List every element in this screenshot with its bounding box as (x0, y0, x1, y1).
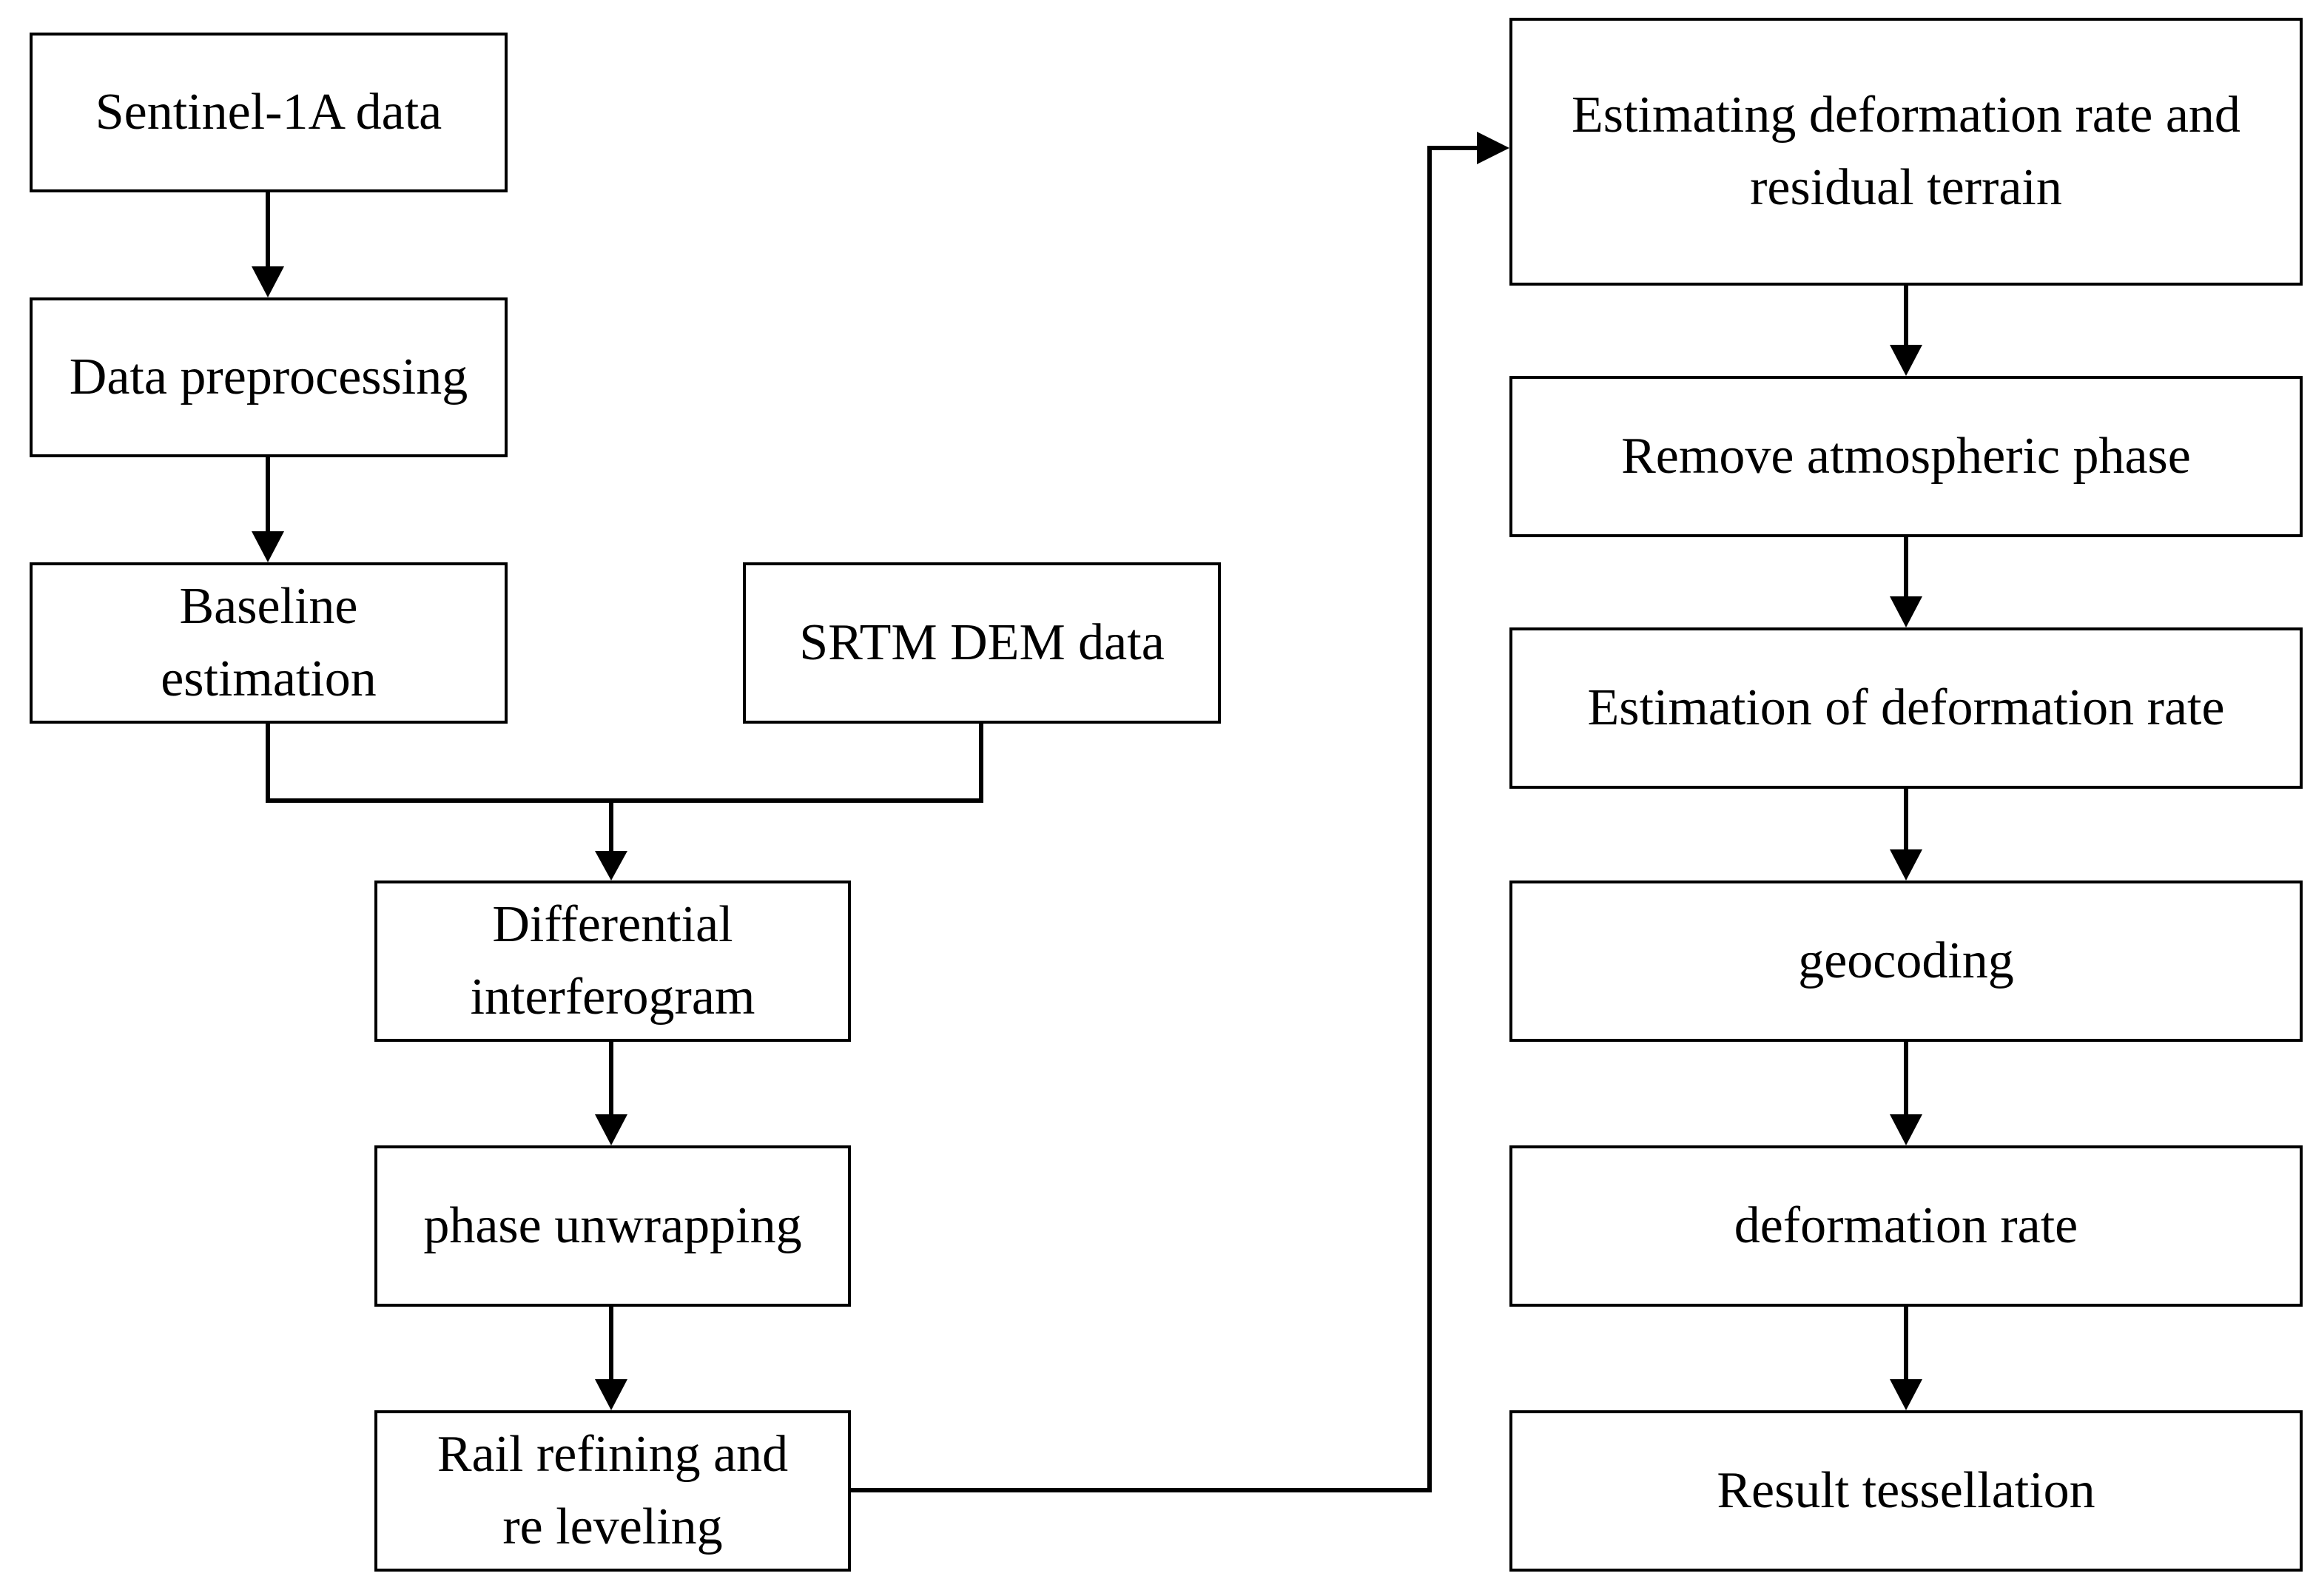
connector-baseline-merge (266, 722, 983, 803)
arrowhead (1890, 1114, 1922, 1145)
node-phase-unwrapping: phase unwrapping (374, 1145, 851, 1307)
node-rail-refining: Rail refining and re leveling (374, 1410, 851, 1572)
node-label: deformation rate (1734, 1197, 2078, 1254)
arrowhead (595, 1114, 627, 1145)
arrowhead (595, 851, 627, 881)
node-label: Sentinel-1A data (95, 84, 442, 141)
arrowhead (1890, 1379, 1922, 1410)
node-differential-interferogram: Differential interferogram (374, 881, 851, 1042)
node-label: Estimating deformation rate and residual… (1572, 87, 2240, 216)
node-label: Result tessellation (1717, 1462, 2095, 1519)
arrowhead (1890, 345, 1922, 376)
node-label: Baseline estimation (161, 578, 377, 707)
node-baseline-estimation: Baseline estimation (30, 562, 508, 724)
node-data-preprocessing: Data preprocessing (30, 297, 508, 457)
node-estimation-of-deformation-rate: Estimation of deformation rate (1509, 627, 2303, 789)
node-estimating-deformation-rate-residual-terrain: Estimating deformation rate and residual… (1509, 18, 2303, 286)
arrowhead (252, 266, 284, 297)
node-label: Remove atmospheric phase (1621, 428, 2191, 485)
arrowhead (1890, 596, 1922, 627)
node-label: geocoding (1798, 932, 2014, 989)
node-label: Differential interferogram (470, 896, 755, 1026)
node-label: SRTM DEM data (799, 614, 1165, 671)
node-remove-atmospheric-phase: Remove atmospheric phase (1509, 376, 2303, 537)
node-label: Estimation of deformation rate (1587, 679, 2225, 736)
node-label: Rail refining and re leveling (437, 1426, 789, 1555)
arrowhead (1890, 849, 1922, 881)
arrowhead (1477, 132, 1509, 164)
node-srtm-dem-data: SRTM DEM data (743, 562, 1221, 724)
arrowhead (252, 531, 284, 562)
node-geocoding: geocoding (1509, 881, 2303, 1042)
node-label: Data preprocessing (69, 349, 468, 405)
node-deformation-rate: deformation rate (1509, 1145, 2303, 1307)
node-result-tessellation: Result tessellation (1509, 1410, 2303, 1572)
arrow-rail-to-estimating (849, 146, 1477, 1492)
node-sentinel-1a-data: Sentinel-1A data (30, 33, 508, 192)
arrowhead (595, 1379, 627, 1410)
node-label: phase unwrapping (423, 1197, 802, 1254)
